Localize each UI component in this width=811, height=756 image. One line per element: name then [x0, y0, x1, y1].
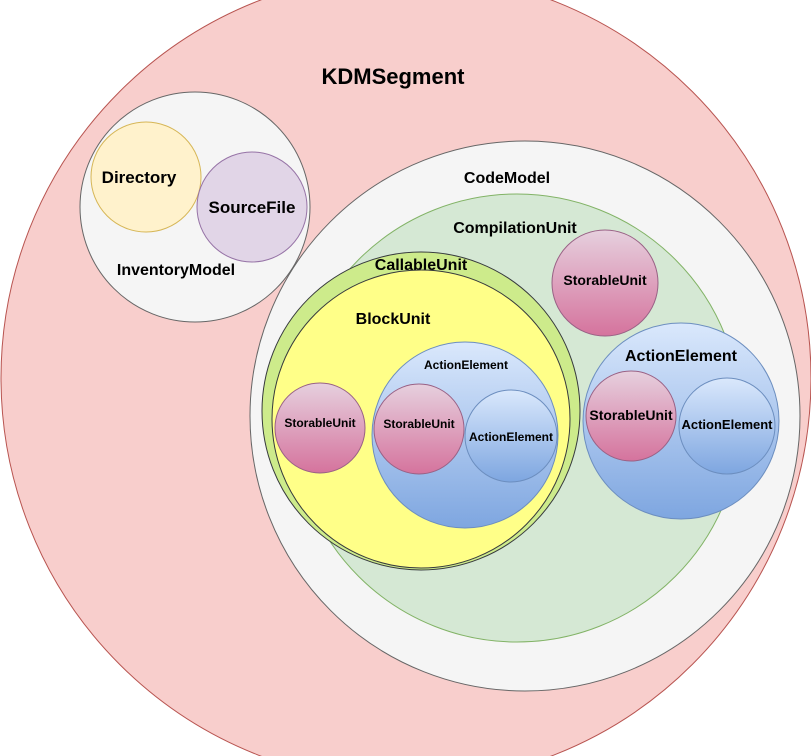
directory-circle [90, 121, 202, 233]
directory-label: Directory [102, 168, 177, 187]
storable-unit-top: StorableUnit [551, 229, 659, 337]
callable-unit-label: CallableUnit [375, 257, 468, 274]
source-file-circle [196, 151, 308, 263]
action-element-inner-label: ActionElement [424, 358, 508, 372]
code-model-label: CodeModel [464, 170, 550, 187]
storable-unit-top-circle [551, 229, 659, 337]
action-element-inner: ActionElement StorableUnit ActionElement [371, 341, 559, 529]
action-element-inner-action-label: ActionElement [469, 430, 553, 444]
action-element-right: ActionElement StorableUnit ActionElement [582, 322, 780, 520]
storable-unit-top-label: StorableUnit [563, 272, 647, 288]
block-unit-label: BlockUnit [356, 311, 431, 328]
storable-unit-block-circle [274, 382, 366, 474]
source-file-label: SourceFile [209, 198, 296, 217]
action-element-inner-action-circle [464, 389, 558, 483]
action-element-right-action-circle [678, 377, 776, 475]
action-element-right-label: ActionElement [625, 348, 738, 365]
storable-unit-block: StorableUnit [274, 382, 366, 474]
inventory-model: Directory SourceFile InventoryModel [79, 91, 311, 323]
action-element-right-storable-label: StorableUnit [589, 407, 673, 423]
action-element-right-action-label: ActionElement [681, 417, 773, 432]
inventory-model-label: InventoryModel [117, 262, 235, 279]
action-element-inner-storable-label: StorableUnit [383, 417, 454, 431]
action-element-inner-storable-circle [373, 383, 465, 475]
action-element-right-storable-circle [585, 370, 677, 462]
kdm-segment-label: KDMSegment [321, 64, 465, 89]
storable-unit-block-label: StorableUnit [284, 416, 355, 430]
compilation-unit-label: CompilationUnit [453, 220, 577, 237]
